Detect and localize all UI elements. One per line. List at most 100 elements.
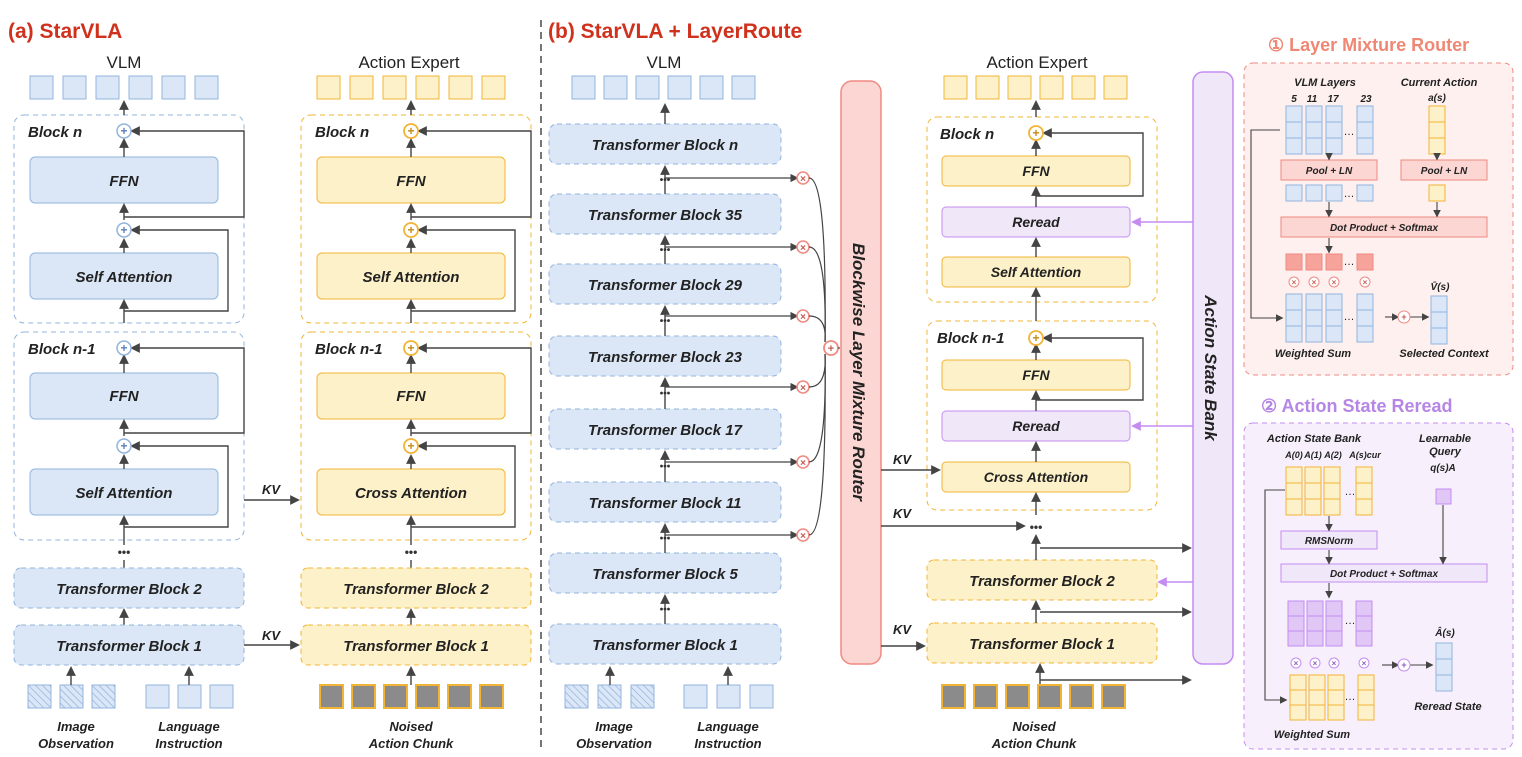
selected-context-symbol: V̄(s): [1431, 281, 1451, 293]
router-weights: [1285, 253, 1374, 271]
svg-text:+: +: [1032, 126, 1039, 140]
reread-wsum-cell-3-0: [1357, 674, 1375, 691]
reread-times-glyph-2: ×: [1332, 659, 1337, 668]
pooled-tokens: [1285, 184, 1446, 202]
vlm-b-dots-2: •••: [660, 245, 671, 256]
ae-self-attn-n-label: Self Attention: [363, 269, 460, 286]
vlm-tb2-label: Transformer Block 2: [56, 581, 202, 598]
reread-ellipsis-2: …: [1345, 615, 1356, 627]
ae-b-block-n1: [926, 320, 1158, 511]
vlm-b-block-label-1: Transformer Block 35: [588, 207, 743, 224]
router-inset-title: ① Layer Mixture Router: [1268, 35, 1469, 55]
reread-times-glyph-3: ×: [1362, 659, 1367, 668]
ae-b-tb1-label: Transformer Block 1: [969, 636, 1115, 653]
reread-mid-cell-2-1: [1325, 615, 1343, 632]
reread-times-2: [1328, 657, 1340, 669]
ae-ellipsis-a: •••: [405, 545, 418, 559]
router-wsum-cell-1-0: [1305, 293, 1323, 311]
vlm-layer-cell-3-0: [1356, 105, 1374, 123]
router-tap-mult-glyph-4: ×: [800, 458, 806, 469]
svg-text:+: +: [1032, 331, 1039, 345]
router-wsum-cell-0-0: [1285, 293, 1303, 311]
router-wsum-cell-3-1: [1356, 309, 1374, 327]
router-times-3: [1359, 276, 1371, 288]
language-instruction-label-a2: Instruction: [155, 736, 222, 751]
vlm-ellipsis-a: •••: [118, 545, 131, 559]
reread-wsum-cell-2-1: [1327, 689, 1345, 706]
language-instruction-label-b: Language: [697, 719, 758, 734]
reread-wsum-cell-0-0: [1289, 674, 1307, 691]
blockwise-router-bar: [840, 80, 882, 665]
action-output-tokens-a: [316, 75, 506, 100]
learnable-label-2: Query: [1429, 446, 1462, 458]
ae-plus-nodes-a: + + + +: [403, 123, 419, 454]
vlm-ffn-n1-label: FFN: [109, 388, 139, 405]
panel-b-title: (b) StarVLA + LayerRoute: [548, 20, 802, 43]
router-times-glyph-3: ×: [1363, 278, 1368, 287]
vlm-layer-cell-2-0: [1325, 105, 1343, 123]
ae-b-reread-n1-label: Reread: [1012, 418, 1060, 434]
reread-state-symbol: Â(s): [1434, 626, 1455, 639]
reread-mid-cell-0-1: [1287, 615, 1305, 632]
svg-text:+: +: [120, 124, 127, 138]
reread-ellipsis-1: …: [1345, 486, 1356, 498]
ae-b-transformer-block-2: [926, 559, 1158, 601]
state-bank-cell-0-0: [1285, 466, 1303, 484]
router-wsum-cell-2-0: [1325, 293, 1343, 311]
reread-dot-softmax: [1280, 563, 1488, 583]
ae-b-flow-arrows: [881, 100, 1192, 685]
vlm-b-block-label-7: Transformer Block 1: [592, 637, 738, 654]
vlm-layer-cell-3-2: [1356, 137, 1374, 155]
pool-ln-label-2: Pool + LN: [1421, 166, 1468, 177]
ae-b-cross-attn-label: Cross Attention: [984, 469, 1088, 485]
reread-wsum-cell-0-2: [1289, 704, 1307, 721]
router-wsum-cell-0-1: [1285, 309, 1303, 327]
ae-tb2-label: Transformer Block 2: [343, 581, 489, 598]
layer-id-11: 11: [1307, 94, 1318, 105]
layer-id-5: 5: [1291, 94, 1297, 105]
vlm-b-dots-1: •••: [660, 175, 671, 186]
vlm-label-b: VLM: [647, 53, 682, 72]
noised-label-a: Noised: [389, 719, 433, 734]
noised-label-b: Noised: [1012, 719, 1056, 734]
router-merge-curve-2: [808, 315, 826, 343]
state-bank-cell-1-2: [1304, 498, 1322, 516]
ae-b-block-n-label: Block n: [940, 126, 994, 143]
vlm-b-block-label-3: Transformer Block 23: [588, 349, 743, 366]
pool-ln-box-2: [1400, 159, 1488, 181]
query-symbol: q(s)A: [1430, 463, 1456, 474]
router-times-glyph-2: ×: [1332, 278, 1337, 287]
ae-b-tb2-label: Transformer Block 2: [969, 573, 1115, 590]
state-symbol-2: A(2): [1323, 450, 1342, 460]
vlm-layer-cell-3-1: [1356, 121, 1374, 139]
reread-mid-cell-1-0: [1306, 600, 1324, 617]
ae-b-reread-n-label: Reread: [1012, 214, 1060, 230]
panel-a-title: (a) StarVLA: [8, 20, 122, 43]
language-instruction-label-b2: Instruction: [694, 736, 761, 751]
vlm-b-block-label-0: Transformer Block n: [592, 137, 738, 154]
router-wsum-cell-1-2: [1305, 325, 1323, 343]
selected-context-label: Selected Context: [1399, 348, 1490, 360]
state-bank-cell-3-2: [1355, 498, 1373, 516]
vlm-transformer-block-2: [13, 567, 245, 609]
state-symbol-cur: A(s)cur: [1348, 450, 1381, 460]
current-action-symbol: a(s): [1428, 93, 1446, 104]
state-bank-cell-0-1: [1285, 482, 1303, 500]
reread-state-label: Reread State: [1414, 701, 1481, 713]
router-tap-mult-glyph-1: ×: [800, 243, 806, 254]
reread-ellipsis-3: …: [1345, 691, 1356, 703]
learnable-label-1: Learnable: [1419, 433, 1471, 445]
reread-inset-title: ② Action State Reread: [1261, 396, 1453, 416]
router-tap-mult-glyph-5: ×: [800, 531, 806, 542]
state-bank-cell-2-2: [1323, 498, 1341, 516]
vlm-layer-cell-2-1: [1325, 121, 1343, 139]
ae-transformer-block-2: [300, 567, 532, 609]
selected-context-column: [1430, 295, 1448, 345]
language-tokens-a: [145, 684, 234, 709]
vlm-transformer-block-1: [13, 624, 245, 666]
reread-wsum-cell-1-1: [1308, 689, 1326, 706]
reread-times-0: [1290, 657, 1302, 669]
state-bank-bar-label: Action State Bank: [1201, 294, 1220, 442]
reread-mid-cell-3-1: [1355, 615, 1373, 632]
ae-b-ffn-n-label: FFN: [1022, 163, 1050, 179]
